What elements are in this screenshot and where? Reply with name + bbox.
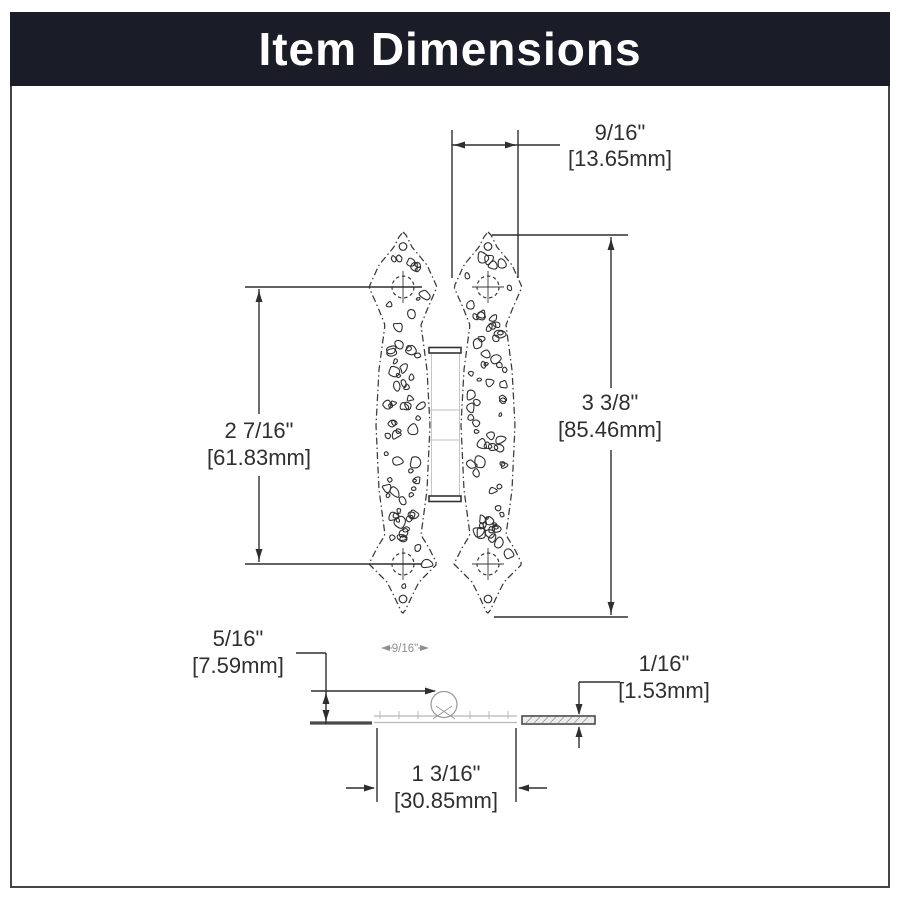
dim-hole-spacing-lines bbox=[245, 286, 422, 565]
right-leaf-edge-section bbox=[521, 715, 596, 725]
dim-overall-height-lines bbox=[492, 234, 628, 618]
dim-leaf-width-lines bbox=[346, 728, 547, 802]
dim-hole-spacing-mm: [61.83mm] bbox=[207, 445, 311, 470]
hinge-side-view bbox=[310, 690, 596, 725]
page-title: Item Dimensions bbox=[258, 23, 642, 75]
dim-leaf-width-mm: [30.85mm] bbox=[394, 788, 498, 813]
dim-thickness-inches: 1/16" bbox=[639, 651, 690, 676]
dim-overall-height-inches: 3 3/8" bbox=[582, 390, 639, 415]
dim-offset-mm: [7.59mm] bbox=[192, 653, 284, 678]
dim-offset-inches: 5/16" bbox=[213, 626, 264, 651]
knuckle-barrel-circle bbox=[430, 690, 458, 719]
dim-top-width-mm: [13.65mm] bbox=[568, 146, 672, 171]
hinge-knuckle bbox=[428, 346, 462, 503]
dim-top-width-lines bbox=[451, 130, 560, 278]
dim-thickness-mm: [1.53mm] bbox=[618, 678, 710, 703]
dim-small-width-inches: 9/16" bbox=[392, 643, 418, 655]
dim-leaf-width-inches: 1 3/16" bbox=[412, 761, 481, 786]
dim-overall-height-mm: [85.46mm] bbox=[558, 417, 662, 442]
dimension-lines bbox=[245, 130, 628, 802]
hinge-leaf-left bbox=[368, 231, 438, 614]
dim-thickness-lines bbox=[575, 681, 620, 748]
dim-offset-lines bbox=[296, 652, 436, 724]
hinge-leaf-right bbox=[453, 231, 523, 614]
dim-hole-spacing-inches: 2 7/16" bbox=[225, 418, 294, 443]
dim-top-width-inches: 9/16" bbox=[595, 120, 646, 145]
content-frame bbox=[10, 86, 890, 888]
title-banner: Item Dimensions bbox=[10, 12, 890, 86]
hammered-texture bbox=[381, 254, 434, 589]
screw-position-ticks bbox=[379, 711, 509, 719]
hammered-texture bbox=[464, 251, 515, 560]
